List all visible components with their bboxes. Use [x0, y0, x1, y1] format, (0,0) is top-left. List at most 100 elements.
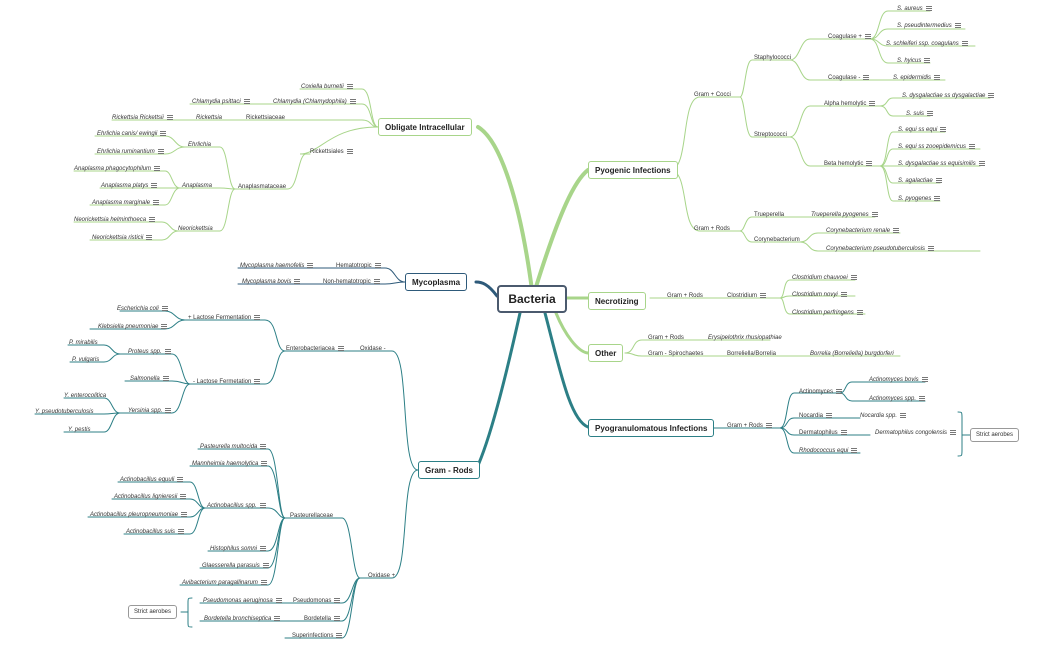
node-nocardia[interactable]: Nocardia [799, 412, 833, 421]
node-lactose-neg[interactable]: - Lactose Fermetation [193, 378, 261, 387]
node-chlamydia-psittaci[interactable]: Chlamydia psittaci [192, 98, 250, 107]
node-other[interactable]: Other [588, 344, 624, 362]
node-actinobacillus-lignieresii[interactable]: Actinobacillus lignieresii [114, 493, 187, 502]
node-actinobacillus-equuli[interactable]: Actinobacillus equuli [120, 476, 184, 485]
node-dermatophilus[interactable]: Dermatophilus [799, 429, 847, 438]
node-staphylococci[interactable]: Staphylococci [754, 55, 792, 61]
node-erysipelothrix[interactable]: Erysipelothrix rhusiopathiae [708, 335, 782, 341]
node-yersinia-spp[interactable]: Yersinia spp. [128, 407, 172, 416]
label-strict-aerobes-right[interactable]: Strict aerobes [970, 428, 1020, 442]
node-glaesserella-parasuis[interactable]: Glaesserella parasuis [202, 562, 269, 571]
node-mycoplasma-bovis[interactable]: Mycoplasma bovis [242, 278, 301, 287]
node-s-aureus[interactable]: S. aureus [897, 5, 932, 14]
node-rickettsiales[interactable]: Rickettsiales [310, 148, 353, 157]
node-rickettsiaceae[interactable]: Rickettsiaceae [246, 115, 286, 121]
node-gram-pos-rods[interactable]: Gram + Rods [694, 226, 730, 232]
node-actinomyces[interactable]: Actinomyces [799, 388, 843, 397]
node-clostridium[interactable]: Clostridium [727, 292, 767, 301]
node-neorickettsia-helminthoeca[interactable]: Neorickettsia helminthoeca [74, 216, 156, 225]
node-other-gram-pos-rods[interactable]: Gram + Rods [648, 335, 684, 341]
node-obligate-intracellular[interactable]: Obligate Intracellular [378, 118, 472, 136]
node-anaplasma-marginale[interactable]: Anaplasma marginale [92, 199, 160, 208]
node-lactose-pos[interactable]: + Lactose Fermentation [188, 314, 261, 323]
node-gram-pos-cocci[interactable]: Gram + Cocci [694, 92, 731, 98]
node-non-hematotropic[interactable]: Non-hematotropic [323, 278, 380, 287]
node-actinomyces-spp[interactable]: Actinomyces spp. [869, 395, 926, 404]
node-s-agalactiae[interactable]: S. agalactiae [898, 177, 942, 186]
node-gram-neg-spirochaetes[interactable]: Gram - Spirochaetes [648, 351, 704, 357]
node-anaplasmataceae[interactable]: Anaplasmataceae [238, 184, 287, 190]
label-strict-aerobes-left[interactable]: Strict aerobes [128, 605, 178, 619]
node-actinobacillus-spp[interactable]: Actinobacillus spp. [207, 502, 266, 511]
node-y-pseudotuberculosis[interactable]: Y. pseudotuberculosis [35, 409, 94, 415]
node-chlamydia[interactable]: Chlamydia (Chlamydophila) [273, 98, 356, 107]
node-nocardia-spp[interactable]: Nocardia spp. [860, 412, 907, 421]
node-anaplasma[interactable]: Anaplasma [182, 183, 213, 189]
node-ehrlichia-ruminantium[interactable]: Ehrlichia ruminantium [97, 148, 164, 157]
node-alpha-hemolytic[interactable]: Alpha hemolytic [824, 100, 876, 109]
node-borrelia-burgdorferi[interactable]: Borrelia (Borreliella) burgdorferi [810, 351, 894, 357]
node-clostridium-novyi[interactable]: Clostridium novyi [792, 291, 847, 300]
node-s-dysgalactiae-equisimilis[interactable]: S. dysgalactiae ss equisimilis [898, 160, 985, 169]
node-anaplasma-platys[interactable]: Anaplasma platys [101, 182, 158, 191]
node-s-equi-equi[interactable]: S. equi ss equi [898, 126, 947, 135]
node-s-schleiferi[interactable]: S. schleiferi ssp. coagulans [886, 40, 968, 49]
node-enterobacteriacea[interactable]: Enterobacteriacea [286, 345, 344, 354]
node-s-dysgalactiae-dysgalactiae[interactable]: S. dysgalactiae ss dysgalactiae [902, 92, 995, 101]
node-s-hyicus[interactable]: S. hyicus [897, 57, 931, 66]
node-p-mirabilis[interactable]: P. mirabilis [69, 340, 98, 346]
node-klebsiella-pneumoniae[interactable]: Klebsiella pneumoniae [98, 323, 168, 332]
node-necro-gram-pos-rods[interactable]: Gram + Rods [667, 293, 703, 299]
node-s-pyogenes[interactable]: S. pyogenes [898, 195, 941, 204]
node-actinomyces-bovis[interactable]: Actinomyces bovis [869, 376, 928, 385]
node-clostridium-chauvoei[interactable]: Clostridium chauvoei [792, 274, 857, 283]
node-dermatophilus-congolensis[interactable]: Dermatophilus congolensis [875, 429, 957, 438]
node-s-pseudintermedius[interactable]: S. pseudintermedius [897, 22, 961, 31]
node-bordetella-bronchiseptica[interactable]: Bordetella bronchiseptica [204, 615, 281, 624]
node-s-suis[interactable]: S. suis [906, 110, 934, 119]
node-coagulase-pos[interactable]: Coagulase + [828, 33, 871, 42]
node-oxidase-neg[interactable]: Oxidase - [360, 346, 386, 352]
node-rickettsia[interactable]: Rickettsia [196, 115, 223, 121]
node-trueperella[interactable]: Trueperella [754, 212, 785, 218]
node-coagulase-neg[interactable]: Coagulase - [828, 74, 870, 83]
node-beta-hemolytic[interactable]: Beta hemolytic [824, 160, 873, 169]
node-superinfections[interactable]: Superinfections [292, 632, 343, 641]
node-corynebacterium[interactable]: Corynebacterium [754, 237, 800, 243]
node-neorickettsia-risticii[interactable]: Neorickettsia risticii [92, 234, 153, 243]
node-s-equi-zooepidemicus[interactable]: S. equi ss zooepidemicus [898, 143, 976, 152]
node-actinobacillus-suis[interactable]: Actinobacillus suis [126, 528, 185, 537]
node-y-enterocolitica[interactable]: Y. enterocolitica [64, 393, 107, 399]
node-pyogenic-infections[interactable]: Pyogenic Infections [588, 161, 678, 179]
node-y-pestis[interactable]: Y. pestis [68, 427, 91, 433]
node-pasteurella-multocida[interactable]: Pasteurella multocida [200, 443, 267, 452]
node-streptococci[interactable]: Streptococci [754, 132, 788, 138]
node-p-vulgaris[interactable]: P. vulgaris [72, 357, 100, 363]
node-avibacterium-paragallinarum[interactable]: Avibacterium paragallinarum [182, 579, 267, 588]
node-histophilus-somni[interactable]: Histophilus somni [210, 545, 267, 554]
node-necrotizing[interactable]: Necrotizing [588, 292, 646, 310]
node-pyogran-gram-pos-rods[interactable]: Gram + Rods [727, 422, 772, 431]
node-neorickettsia[interactable]: Neorickettsia [178, 226, 213, 232]
node-bordetella[interactable]: Bordetella [304, 615, 341, 624]
node-s-epidermidis[interactable]: S. epidermidis [893, 74, 941, 83]
node-proteus-spp[interactable]: Proteus spp. [128, 348, 171, 357]
node-corynebacterium-pseudotuberculosis[interactable]: Corynebacterium pseudotuberculosis [826, 245, 935, 254]
node-trueperella-pyogenes[interactable]: Trueperella pyogenes [811, 211, 878, 220]
node-salmonella[interactable]: Salmonella [130, 375, 169, 384]
node-gram-rods[interactable]: Gram - Rods [418, 461, 481, 479]
node-mycoplasma-haemofelis[interactable]: Mycoplasma haemofelis [240, 262, 314, 271]
node-rhodococcus-equi[interactable]: Rhodococcus equi [799, 447, 858, 456]
node-borreliella[interactable]: Borreliella/Borrelia [727, 351, 777, 357]
node-actinobacillus-pleuropneumoniae[interactable]: Actinobacillus pleuropneumoniae [90, 511, 188, 520]
node-escherichia-coli[interactable]: Escherichia coli [117, 305, 168, 314]
node-mycoplasma[interactable]: Mycoplasma [405, 273, 468, 291]
root-node[interactable]: Bacteria [497, 285, 567, 313]
node-hematotropic[interactable]: Hematotropic [336, 262, 381, 271]
node-oxidase-pos[interactable]: Oxidase + [368, 573, 396, 579]
node-corynebacterium-renale[interactable]: Corynebacterium renale [826, 227, 900, 236]
node-clostridium-perfringens[interactable]: Clostridium perfringens [792, 309, 863, 318]
node-pseudomonas[interactable]: Pseudomonas [293, 597, 341, 606]
node-pyogranulomatous-infections[interactable]: Pyogranulomatous Infections [588, 419, 715, 437]
node-pasteurellaceae[interactable]: Pasteurellaceae [290, 513, 334, 519]
